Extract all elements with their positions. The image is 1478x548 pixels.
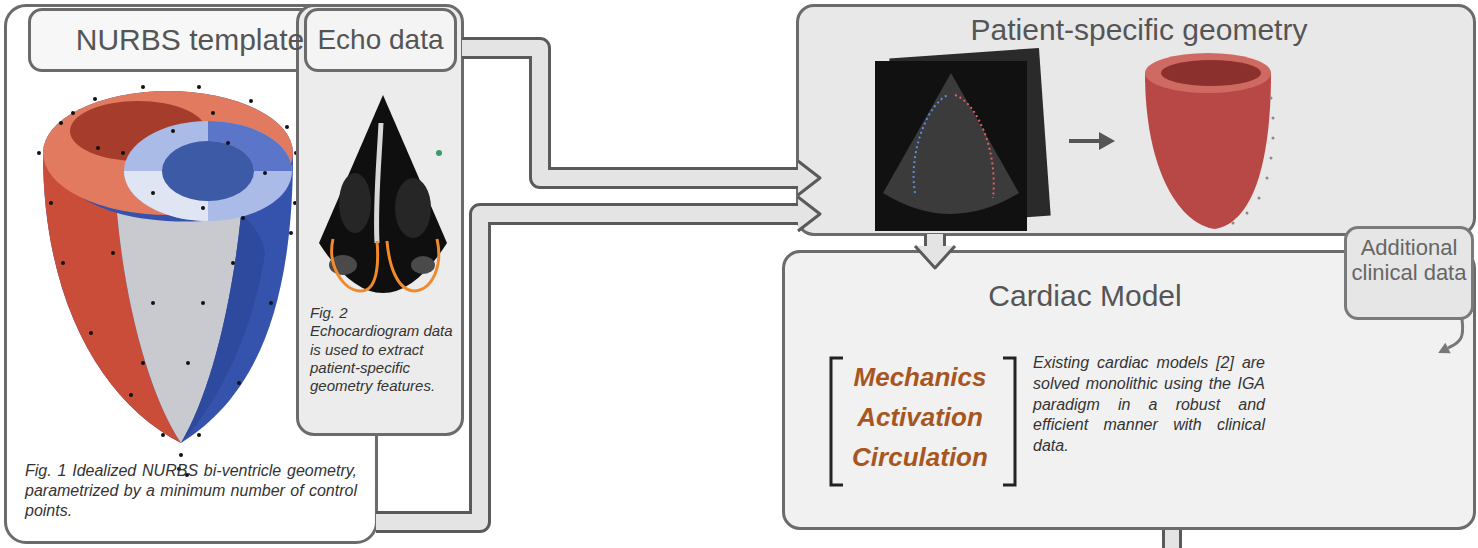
model-description: Existing cardiac models [2] are solved m…	[1033, 353, 1265, 457]
pipe-fill	[376, 214, 798, 522]
echo-panel: Echo dataFig. 2 Echocardiogram data is u…	[296, 4, 464, 436]
text-holder: Activation	[834, 403, 1006, 433]
panel-title: NURBS template	[76, 23, 304, 58]
pipe-outline	[924, 234, 946, 246]
arrow-head-outline	[915, 246, 955, 268]
arrow-head	[798, 161, 820, 195]
text-holder: NURBS template	[31, 23, 349, 58]
figure-caption: Fig. 2 Echocardiogram data is used to ex…	[310, 304, 456, 395]
text-holder: Existing cardiac models [2] are solved m…	[1033, 353, 1265, 457]
arrow-head-outline	[798, 161, 820, 195]
model-component: Activation	[834, 403, 1006, 433]
pipe-outline	[462, 48, 798, 178]
text-holder: Cardiac Model	[945, 279, 1225, 314]
arrow-head	[798, 197, 820, 231]
text-holder: Additional clinical data	[1347, 235, 1471, 286]
pipe-outline	[376, 214, 798, 522]
text-holder: Patient-specific geometry	[919, 13, 1359, 48]
text-holder: Mechanics	[834, 363, 1006, 393]
geometry-panel: Patient-specific geometry	[796, 4, 1476, 236]
pipe-fill	[462, 48, 798, 178]
flow-pipe-arrow	[462, 48, 820, 195]
text-holder: Circulation	[834, 443, 1006, 473]
figure-caption: Fig. 1 Idealized NURBS bi-ventricle geom…	[25, 461, 357, 521]
input-label: Additional clinical data	[1347, 235, 1471, 286]
text-holder: Fig. 2 Echocardiogram data is used to ex…	[310, 304, 456, 395]
flow-pipe-arrow	[915, 234, 955, 268]
pipe-fill	[927, 234, 943, 246]
input-arrow	[1438, 319, 1463, 353]
input-box: Additional clinical data	[1344, 226, 1474, 320]
panel-title: Patient-specific geometry	[919, 13, 1359, 48]
flow-pipe-arrow	[376, 197, 820, 522]
arrow-head	[915, 246, 955, 268]
arrow-line	[1448, 319, 1463, 348]
panel-title: Cardiac Model	[945, 279, 1225, 314]
text-holder: Fig. 1 Idealized NURBS bi-ventricle geom…	[25, 461, 357, 521]
text-holder: Echo data	[307, 24, 454, 56]
arrow-head-outline	[798, 197, 820, 231]
model-component: Mechanics	[834, 363, 1006, 393]
model-component: Circulation	[834, 443, 1006, 473]
panel-title: Echo data	[317, 24, 443, 56]
arrow-head	[1438, 343, 1451, 354]
panel-title-box: Echo data	[304, 8, 457, 72]
